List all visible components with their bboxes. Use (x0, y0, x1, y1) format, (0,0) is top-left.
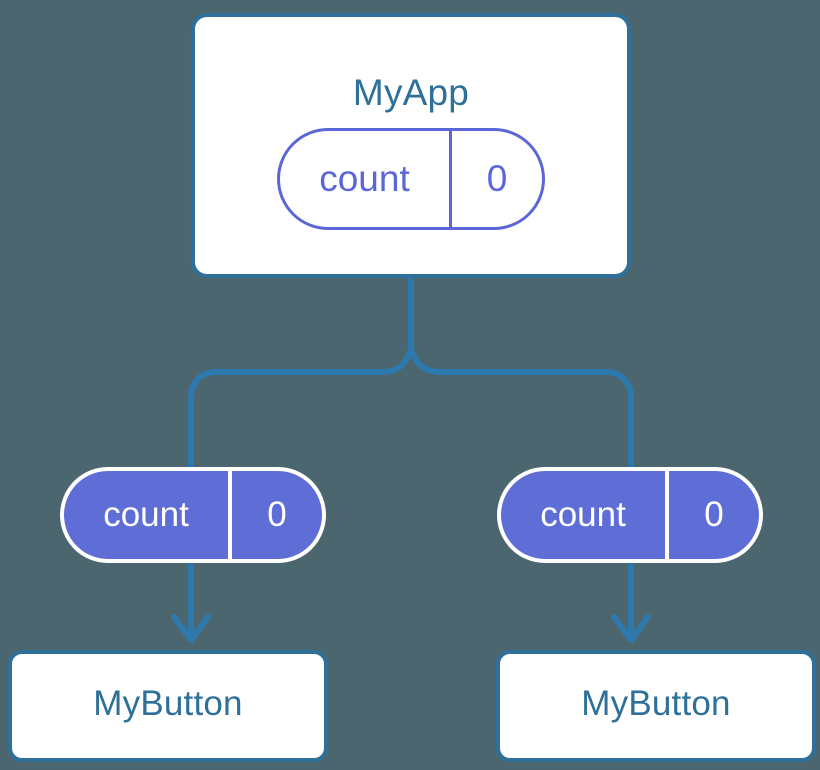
arrowhead-right (611, 614, 651, 643)
component-label-myapp: MyApp (352, 72, 470, 113)
edge-to-left-pill (188, 369, 383, 473)
props-pill-right-key: count (501, 471, 669, 559)
props-pill-left[interactable]: count 0 (60, 467, 326, 563)
arrowhead-left (171, 614, 211, 643)
props-pill-right[interactable]: count 0 (497, 467, 763, 563)
component-label-mybutton-left: MyButton (93, 684, 243, 723)
edge-split-node (377, 347, 445, 375)
state-pill-value: 0 (486, 158, 508, 199)
state-pill-root[interactable]: count 0 (277, 128, 545, 230)
props-pill-right-value: 0 (704, 495, 724, 534)
component-label-mybutton-right: MyButton (581, 684, 731, 723)
props-pill-left-value: 0 (267, 495, 287, 534)
component-box-mybutton-right[interactable]: MyButton (496, 650, 816, 762)
edge-to-right-pill (439, 369, 634, 473)
component-box-myapp[interactable]: MyApp (191, 13, 631, 278)
state-pill-key: count (280, 131, 452, 227)
component-box-mybutton-left[interactable]: MyButton (8, 650, 328, 762)
props-pill-left-key: count (64, 471, 232, 559)
